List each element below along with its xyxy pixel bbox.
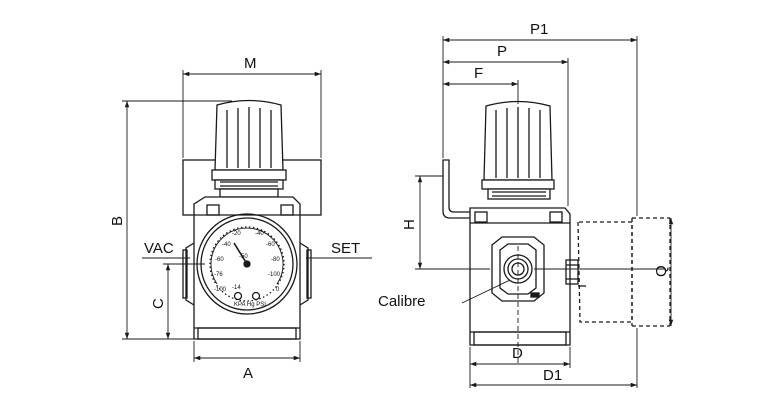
gauge-right-4: -100 bbox=[268, 272, 281, 278]
dimension-label-m: M bbox=[244, 55, 257, 72]
gauge-scale: -20 -40 -60 -76 -40 -60 -80 -100 -50 -14… bbox=[214, 231, 281, 308]
dimension-label-q: Q bbox=[653, 265, 670, 277]
gauge-left-3: -60 bbox=[215, 257, 224, 263]
port-label-vac: VAC bbox=[144, 240, 174, 257]
gauge-left-1: -20 bbox=[232, 231, 241, 237]
gauge-left-2: -40 bbox=[222, 242, 231, 248]
front-dimensions bbox=[122, 70, 372, 362]
side-view bbox=[442, 100, 671, 346]
dimension-label-p1: P1 bbox=[530, 21, 548, 38]
gauge-right-3: -80 bbox=[271, 257, 280, 263]
gauge-bottom-right: 0 bbox=[276, 287, 280, 293]
gauge-right-1: -40 bbox=[255, 231, 264, 237]
side-dimensions bbox=[415, 36, 674, 388]
dimension-label-b: B bbox=[109, 216, 126, 226]
gauge-left-4: -76 bbox=[214, 272, 223, 278]
dimension-label-h: H bbox=[401, 219, 418, 230]
gauge-units: KPA Hg PSI bbox=[234, 302, 266, 308]
dimension-label-d1: D1 bbox=[543, 367, 562, 384]
gauge-right-2: -60 bbox=[266, 242, 275, 248]
gauge-bottom-left: -100 bbox=[214, 287, 227, 293]
side-knob bbox=[481, 100, 555, 200]
dimension-label-p: P bbox=[497, 43, 507, 60]
front-view bbox=[182, 99, 322, 340]
gauge-mid-low: -14 bbox=[232, 285, 241, 291]
dimension-label-c: C bbox=[150, 298, 167, 309]
regulator-base bbox=[197, 327, 297, 340]
adjustment-knob bbox=[211, 99, 287, 198]
side-body bbox=[469, 207, 571, 346]
dimension-label-d: D bbox=[512, 345, 523, 362]
calibre-label: Calibre bbox=[378, 293, 426, 310]
gauge-mid: -50 bbox=[239, 254, 248, 260]
port-label-set: SET bbox=[331, 240, 360, 257]
dimension-label-a: A bbox=[243, 365, 253, 382]
dimension-label-f: F bbox=[474, 65, 483, 82]
